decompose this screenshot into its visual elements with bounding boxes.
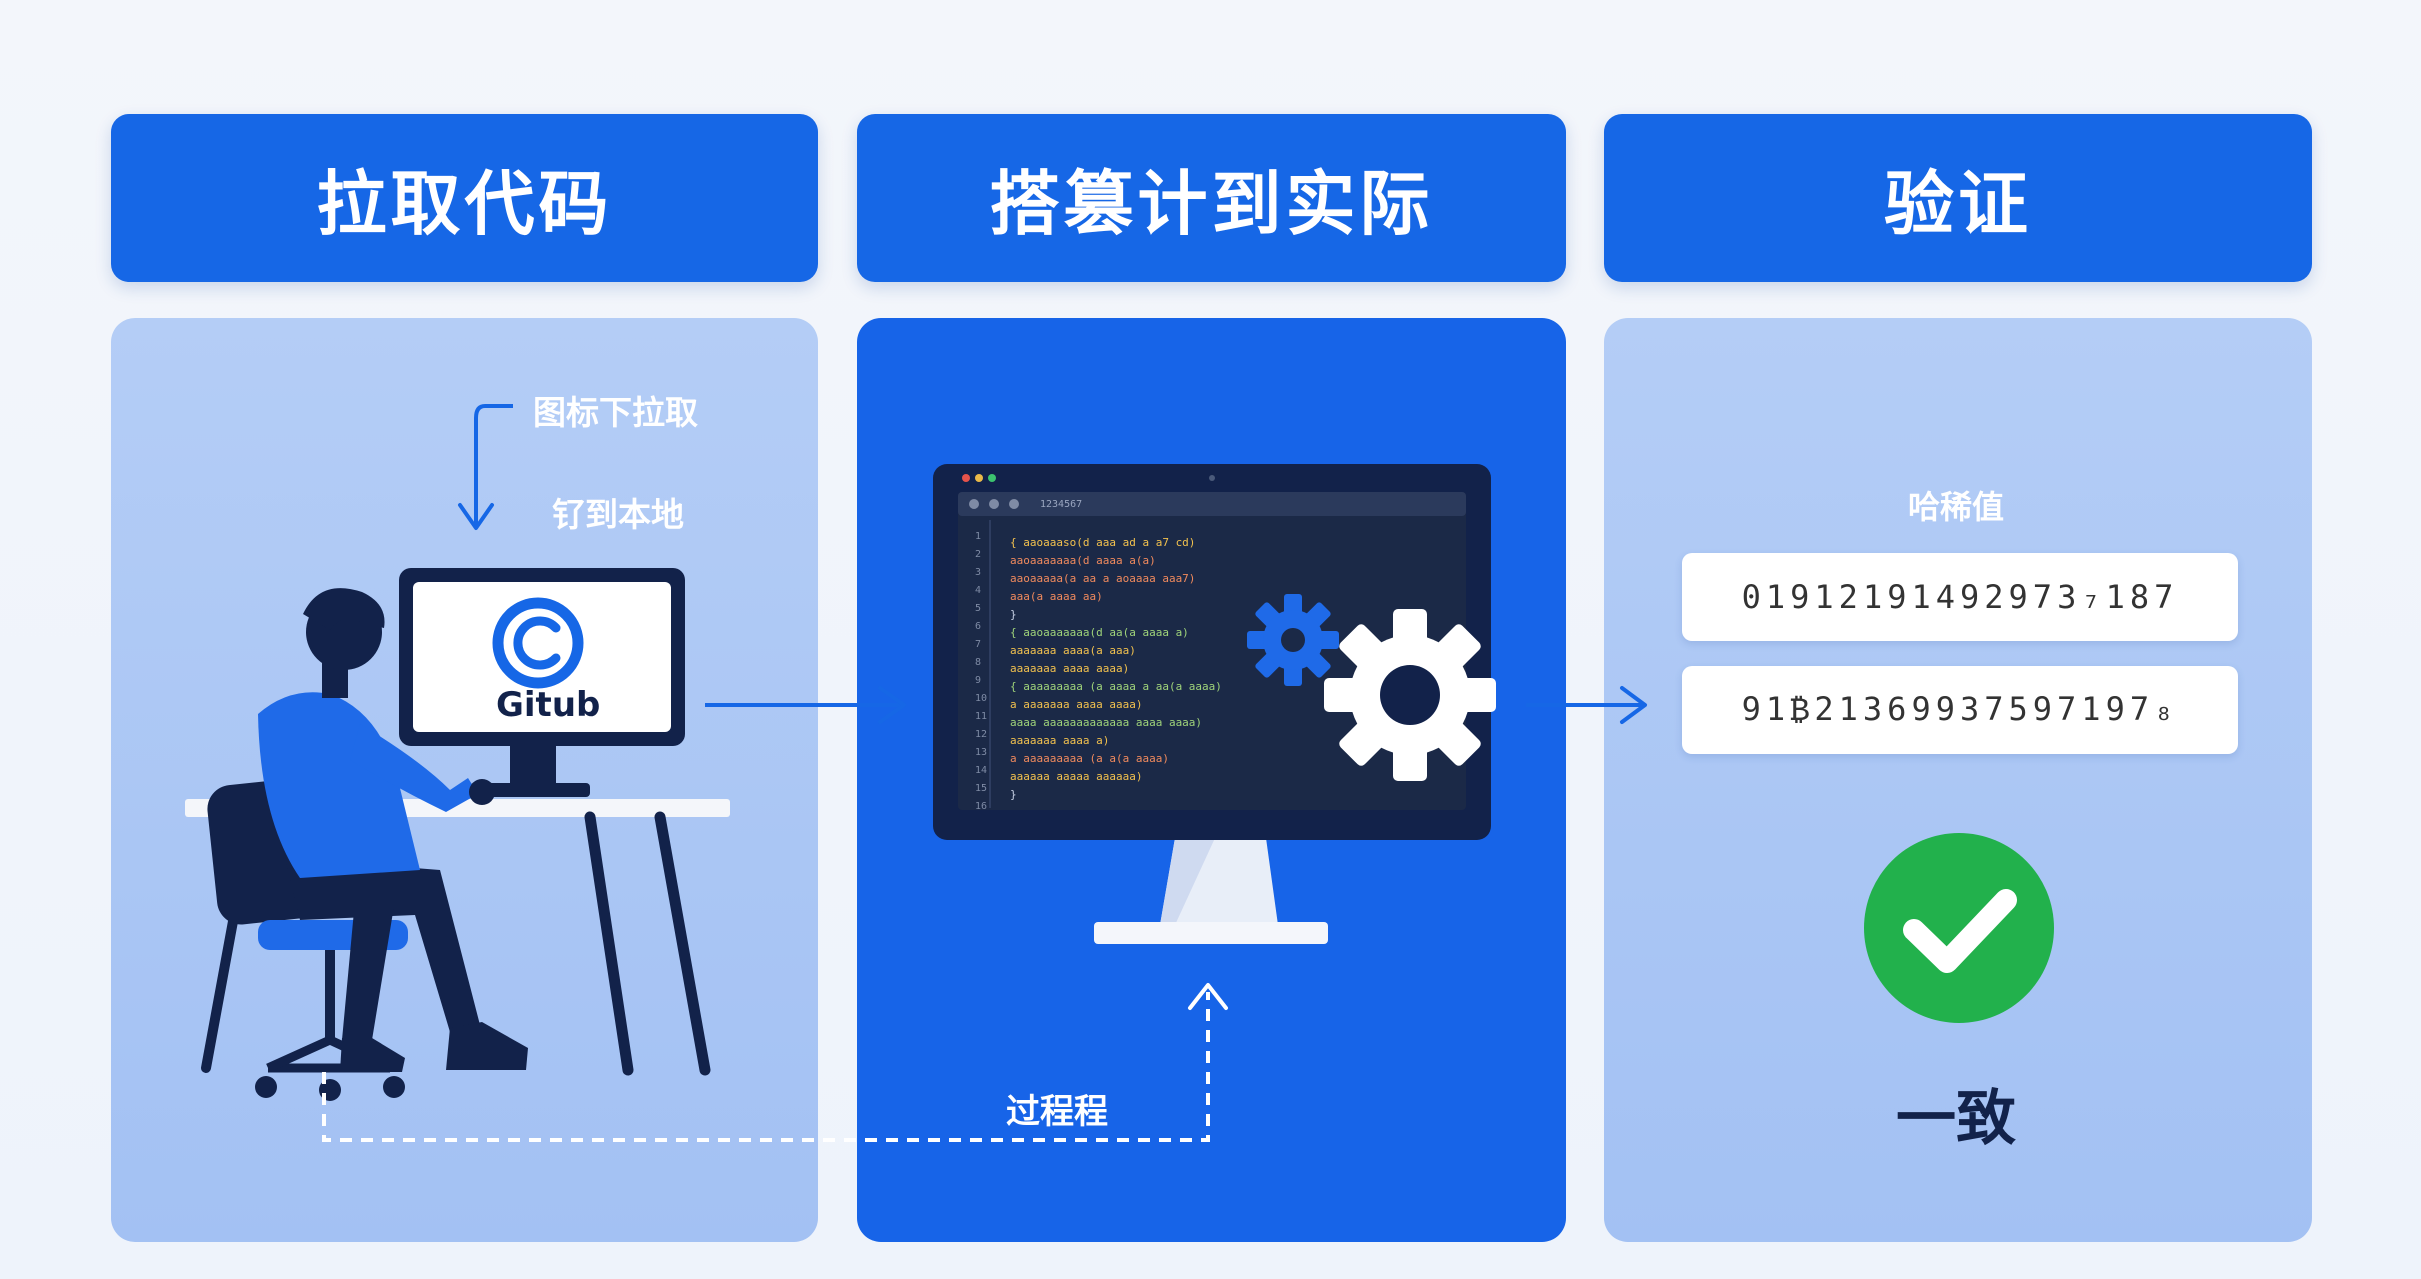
- code-line: aaa(a aaaa aa): [1010, 590, 1103, 603]
- panel-verify: [1604, 318, 2312, 1242]
- hash-label: 哈稀值: [1908, 488, 2005, 526]
- code-line: }: [1010, 608, 1017, 621]
- code-line: aaaaaa aaaaa aaaaaa): [1010, 770, 1143, 783]
- pull-monitor: [399, 568, 685, 797]
- panel-pull: [111, 318, 818, 1242]
- hash-value-2: 91₿21369937597197₈: [1682, 666, 2238, 754]
- header-pull-code: 拉取代码: [111, 114, 818, 282]
- header-build: 搭篡计到实际: [857, 114, 1566, 282]
- code-line: aaaaaaa aaaa aaaa): [1010, 662, 1130, 675]
- monitor-brand-label: Gitub: [496, 685, 601, 725]
- code-line: aaoaaaaa(a aa a aoaaaa aaa7): [1010, 572, 1196, 585]
- gear-icon-small: [1247, 594, 1339, 686]
- result-label: 一致: [1896, 1084, 2016, 1154]
- code-line: { aaaaaaaaa (a aaaa a aa(a aaaa): [1010, 680, 1222, 693]
- hash-value-1: 01912191492973₇187: [1682, 553, 2238, 641]
- code-line: aaaa aaaaaaaaaaaaa aaaa aaaa): [1010, 716, 1203, 729]
- code-line: aaoaaaaaaa(d aaaa a(a): [1010, 554, 1156, 567]
- header-verify: 验证: [1604, 114, 2312, 282]
- code-line: }: [1010, 788, 1017, 801]
- process-dashed-arrow: [322, 992, 1210, 1142]
- check-circle-icon: [1864, 833, 2054, 1023]
- editor-tab-label: 1234567: [1040, 499, 1083, 510]
- code-line: { aaoaaaaaaa(d aa(a aaaa a): [1010, 626, 1189, 639]
- code-line: a aaaaaaa aaaa aaaa): [1010, 698, 1143, 711]
- code-line: aaaaaaa aaaa a): [1010, 734, 1110, 747]
- code-line: aaaaaaa aaaa(a aaa): [1010, 644, 1136, 657]
- git-logo-icon: [492, 597, 584, 689]
- code-line: { aaoaaaso(d aaa ad a a7 cd): [1010, 536, 1196, 549]
- pull-annotation-arrow: [474, 404, 513, 525]
- person-at-desk: [201, 588, 528, 1101]
- code-line: a aaaaaaaaa (a a(a aaaa): [1010, 752, 1169, 765]
- gear-icon-large: [1324, 609, 1496, 781]
- process-label: 过程程: [1006, 1092, 1108, 1132]
- pull-annotation-top: 图标下拉取: [533, 393, 698, 432]
- pull-annotation-bottom: 钌到本地: [552, 495, 684, 534]
